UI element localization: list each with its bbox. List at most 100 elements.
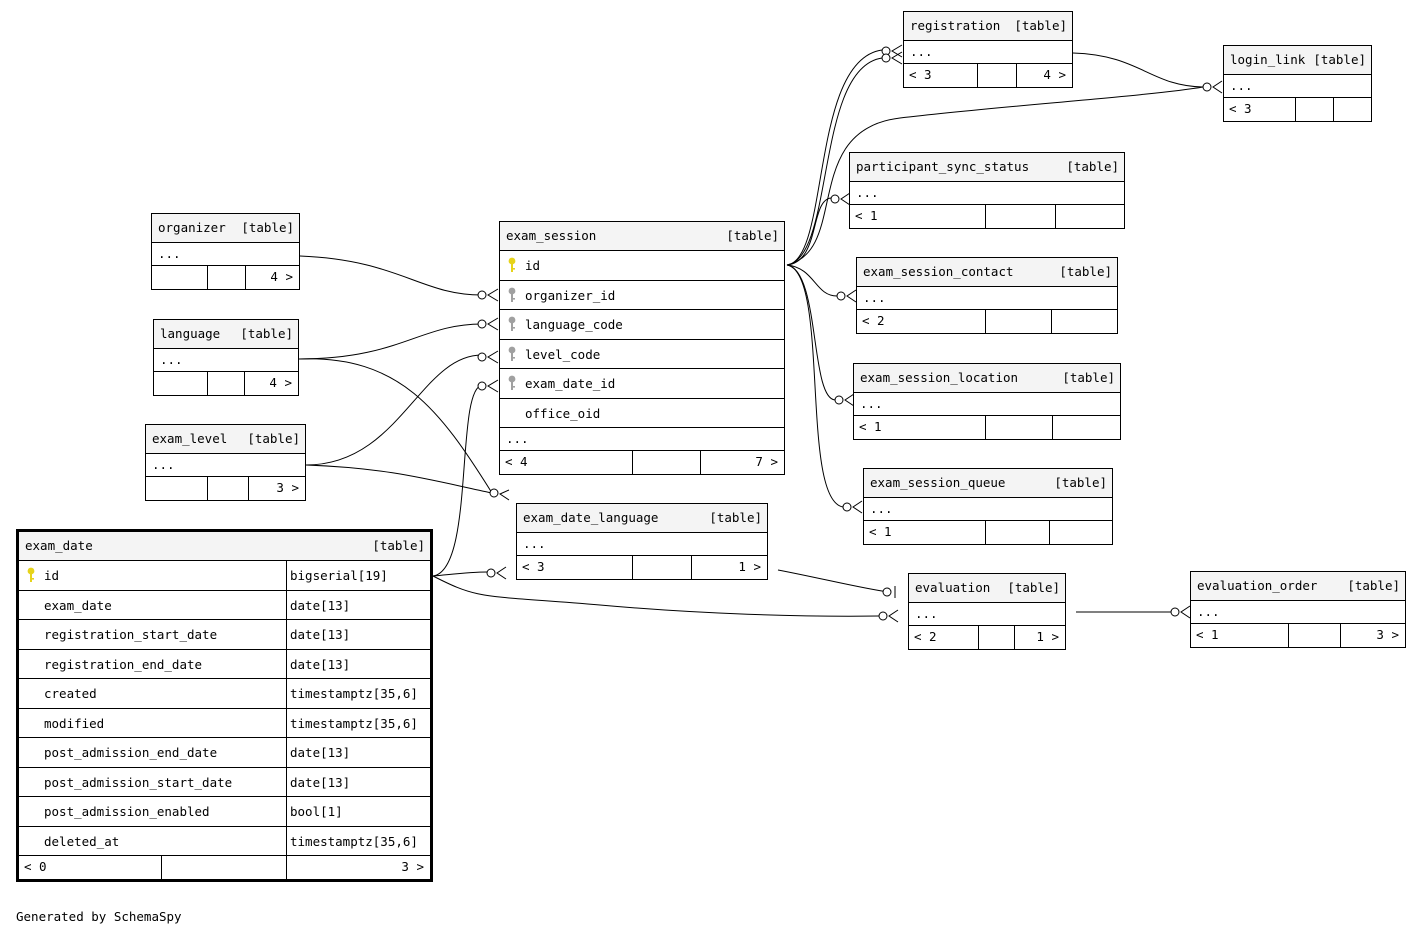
table-exam-session-location[interactable]: exam_session_location[table] ... < 1: [853, 363, 1121, 440]
children-count: 4 >: [270, 269, 293, 284]
table-footer: < 1: [850, 205, 1124, 228]
table-language[interactable]: language[table] ... 4 >: [153, 319, 299, 396]
table-name: exam_session_queue: [870, 475, 1006, 490]
column-name: modified: [44, 715, 105, 731]
link-exam-session-queue: [786, 264, 844, 508]
columns-ellipsis: ...: [864, 498, 1112, 521]
table-kind: [table]: [1007, 580, 1060, 595]
table-footer: < 3: [1224, 98, 1371, 121]
table-kind: [table]: [1066, 159, 1119, 174]
columns-ellipsis: ...: [1224, 75, 1371, 98]
column-name: exam_date_id: [525, 376, 616, 391]
table-header: login_link[table]: [1224, 46, 1371, 75]
table-name: exam_session: [506, 228, 597, 243]
table-exam-session-contact[interactable]: exam_session_contact[table] ... < 2: [856, 257, 1118, 334]
column-type: date[13]: [290, 597, 351, 613]
children-count: 3 >: [276, 480, 299, 495]
table-footer: < 2: [857, 310, 1117, 333]
table-header: exam_session_queue[table]: [864, 469, 1112, 498]
table-kind: [table]: [241, 220, 294, 235]
column-row: exam_date date[13]: [19, 590, 430, 620]
link-exam-level-exam-session: [305, 354, 483, 466]
table-header: exam_session[table]: [500, 222, 784, 251]
table-header: registration[table]: [904, 12, 1072, 41]
table-name: participant_sync_status: [856, 159, 1030, 174]
columns-ellipsis: ...: [500, 428, 784, 451]
table-footer: < 0 3 >: [19, 856, 430, 879]
table-organizer[interactable]: organizer[table] ... 4 >: [151, 213, 300, 290]
table-name: exam_level: [152, 431, 228, 446]
children-count: 1 >: [738, 559, 761, 574]
children-count: 4 >: [269, 375, 292, 390]
column-row: organizer_id: [500, 281, 784, 310]
column-name: id: [44, 568, 60, 583]
column-name: organizer_id: [525, 287, 616, 303]
table-kind: [table]: [372, 538, 425, 553]
table-kind: [table]: [1062, 370, 1115, 385]
column-name: level_code: [525, 346, 601, 362]
children-count: 4 >: [1043, 67, 1066, 82]
table-footer: 4 >: [152, 266, 299, 289]
table-name: exam_date: [25, 538, 93, 553]
parents-count: < 3: [909, 67, 932, 82]
link-exam-session-login-link: [786, 86, 1204, 266]
column-type: date[13]: [290, 627, 351, 642]
foreign-key-icon: [508, 287, 516, 303]
column-name: registration_end_date: [44, 656, 203, 672]
table-header: exam_session_location[table]: [854, 364, 1120, 393]
children-count: 3 >: [401, 859, 424, 874]
column-type: timestamptz[35,6]: [290, 686, 418, 701]
column-name: post_admission_enabled: [44, 804, 210, 819]
link-exam-session-registration-2: [786, 57, 883, 266]
column-type: date[13]: [290, 745, 351, 760]
table-footer: < 1: [854, 416, 1120, 439]
children-count: 7 >: [755, 454, 778, 469]
column-name: deleted_at: [44, 833, 120, 849]
columns-ellipsis: ...: [1191, 601, 1405, 624]
link-exam-date-exam-session: [432, 384, 483, 577]
link-exam-session-contact: [786, 264, 838, 297]
link-exam-level-exam-date-language: [305, 464, 493, 494]
column-name: registration_start_date: [44, 627, 218, 642]
parents-count: < 0: [24, 859, 47, 874]
table-exam-session-queue[interactable]: exam_session_queue[table] ... < 1: [863, 468, 1113, 545]
table-name: evaluation: [915, 580, 991, 595]
table-header: organizer[table]: [152, 214, 299, 243]
table-participant-sync-status[interactable]: participant_sync_status[table] ... < 1: [849, 152, 1125, 229]
column-name: id: [525, 258, 541, 273]
table-footer: < 1: [864, 521, 1112, 544]
link-organizer-exam-session: [299, 255, 483, 296]
table-header: exam_level[table]: [146, 425, 305, 454]
columns-ellipsis: ...: [146, 454, 305, 477]
table-exam-level[interactable]: exam_level[table] ... 3 >: [145, 424, 306, 501]
table-name: registration: [910, 18, 1001, 33]
primary-key-icon: [27, 567, 35, 583]
table-login-link[interactable]: login_link[table] ... < 3: [1223, 45, 1372, 122]
parents-count: < 3: [1229, 101, 1252, 116]
column-row: office_oid: [500, 399, 784, 428]
parents-count: < 2: [914, 629, 937, 644]
table-header: exam_session_contact[table]: [857, 258, 1117, 287]
link-exam-session-participant-sync-status: [786, 197, 832, 266]
foreign-key-icon: [508, 375, 516, 391]
primary-key-icon: [508, 257, 516, 273]
table-header: exam_date_language[table]: [517, 504, 767, 533]
column-name: exam_date: [44, 597, 112, 613]
column-row: level_code: [500, 340, 784, 369]
table-footer: < 3 4 >: [904, 64, 1072, 87]
column-type: bool[1]: [290, 804, 343, 819]
columns-ellipsis: ...: [909, 603, 1065, 626]
